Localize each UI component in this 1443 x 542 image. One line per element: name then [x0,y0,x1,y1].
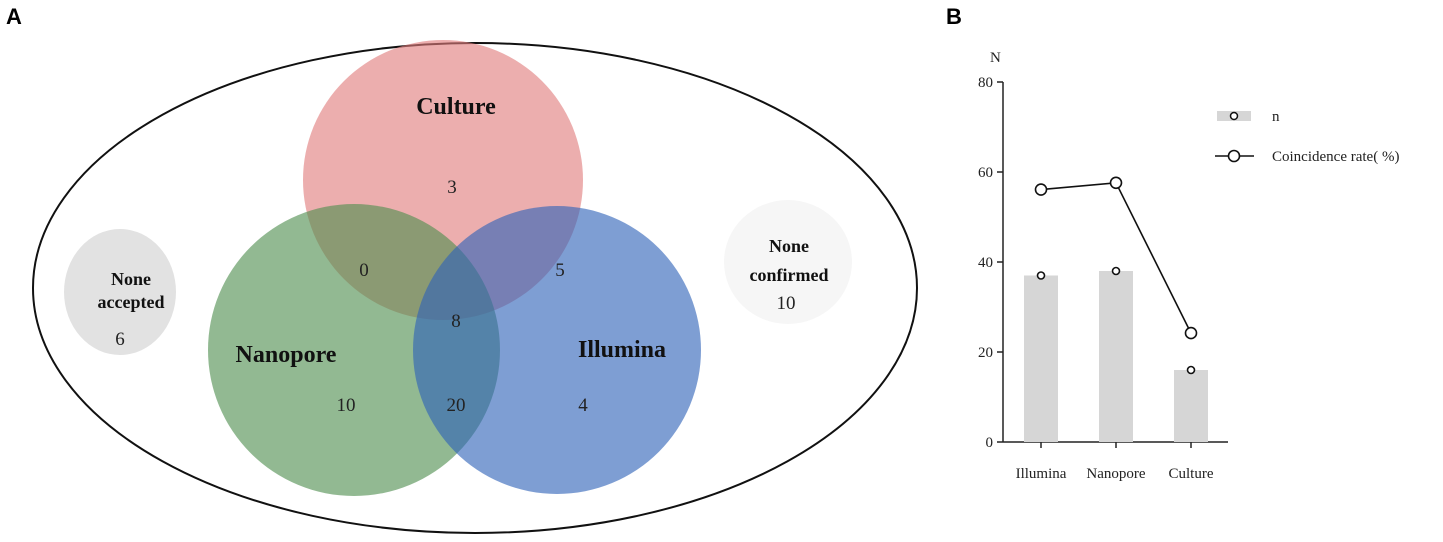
legend-bar-label: n [1272,109,1280,125]
coincidence-rate-point [1034,183,1048,196]
none-confirmed-line1: None [769,236,809,256]
count-nanopore-illumina: 20 [447,395,466,416]
panel-b-letter: B [946,4,962,29]
legend-bar-marker [1229,111,1239,121]
culture-label: Culture [416,94,496,120]
none-confirmed-bubble [724,200,852,324]
coincidence-rate-point [1184,326,1198,340]
panel-a-letter: A [6,4,22,29]
nanopore-circle [208,204,500,496]
x-tick-label: Culture [1169,466,1214,482]
illumina-label: Illumina [578,337,666,363]
coincidence-rate-point [1109,176,1123,190]
y-tick-label: 0 [986,435,994,451]
y-tick-label: 40 [978,255,993,271]
bar [1174,370,1208,442]
bar-point [1111,266,1121,276]
count-culture-illumina: 5 [555,260,565,281]
bar-point [1036,271,1046,280]
none-confirmed-line2: confirmed [750,265,829,285]
bar [1099,271,1133,442]
coincidence-chart: 0 20 40 60 80 N Illumina Nanopore Culture nCoinci… [978,50,1399,482]
y-axis-label: N [990,50,1001,66]
illumina-circle [413,206,701,494]
none-accepted-count: 6 [115,329,125,350]
y-tick-label: 60 [978,165,993,181]
count-nanopore-only: 10 [337,395,356,416]
universe-ellipse [32,42,918,534]
count-culture-only: 3 [447,177,457,198]
bar-point [1186,365,1196,375]
none-accepted-line2: accepted [98,292,165,312]
y-tick-label: 80 [978,75,993,91]
count-all-three: 8 [451,311,461,332]
y-tick-label: 20 [978,345,993,361]
x-tick-label: Illumina [1016,466,1067,482]
none-confirmed-count: 10 [777,293,796,314]
nanopore-label: Nanopore [236,342,337,368]
count-illumina-only: 4 [578,395,588,416]
none-accepted-line1: None [111,269,151,289]
legend-line-marker [1227,149,1241,163]
x-tick-label: Nanopore [1086,466,1145,482]
legend-line-label: Coincidence rate( %) [1272,149,1399,165]
count-culture-nanopore: 0 [359,260,369,281]
bar [1024,275,1058,442]
none-accepted-bubble [64,229,176,355]
